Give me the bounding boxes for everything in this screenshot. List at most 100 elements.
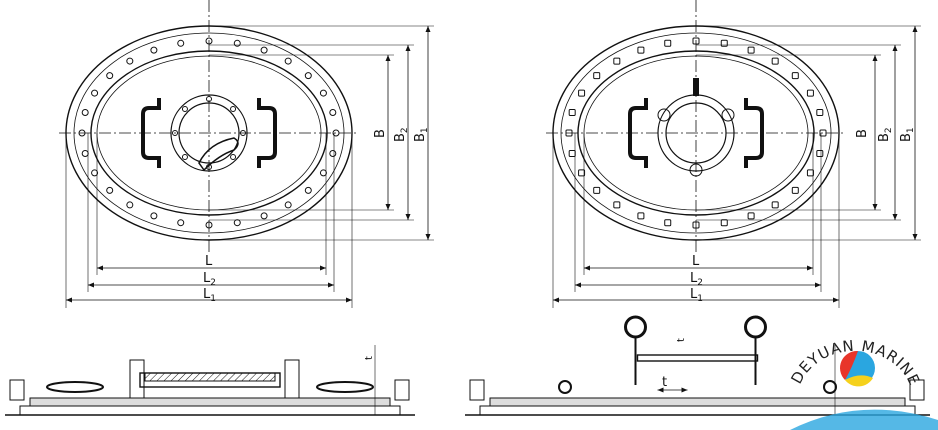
bolt-hole (177, 39, 185, 47)
inspection-hatch-ring (170, 94, 248, 172)
bolt-hole (260, 46, 268, 54)
handle-section (46, 381, 104, 393)
bolt-hole (319, 169, 327, 177)
swing-bolt-section (558, 380, 572, 394)
handle (257, 98, 277, 168)
hatch-bolt (172, 130, 178, 136)
inspection-hatch-inner (665, 102, 727, 164)
logo-flame-red (840, 350, 858, 380)
bolt-hole (91, 169, 99, 177)
hatch-bolt (181, 105, 188, 112)
bolt-hole (126, 201, 134, 209)
bolt-hole (771, 201, 779, 209)
dim-label-B1: B1 (413, 127, 430, 142)
handle (628, 98, 648, 168)
bolt-hole (233, 39, 241, 47)
handle-section (316, 381, 374, 393)
hatch-bolt (230, 154, 237, 161)
bolt-hole (771, 57, 779, 65)
handle (744, 98, 764, 168)
flange-bolt-section (469, 379, 485, 401)
bolt-hole (791, 72, 799, 80)
hatch-bolt (181, 154, 188, 161)
dim-label-L: L (205, 254, 213, 269)
hatch-handle (198, 137, 239, 172)
bolt-hole (81, 149, 89, 157)
coaming-flange (489, 397, 906, 407)
dim-label-L1: L1 (690, 287, 703, 304)
bolt-hole (106, 72, 114, 80)
bolt-hole (150, 212, 158, 220)
bolt-hole (664, 219, 672, 227)
dim-label-L1: L1 (203, 287, 216, 304)
bolt-hole (304, 186, 312, 194)
handle (141, 98, 161, 168)
hatch-bolt-section (284, 359, 300, 399)
bolt-hole (720, 39, 728, 47)
deyuan-marine-logo: DEYUAN MARINE (787, 337, 938, 430)
bolt-hole (664, 39, 672, 47)
bolt-hole (329, 149, 337, 157)
dim-label-L2: L2 (203, 271, 216, 288)
bolt-hole (806, 89, 814, 97)
dim-label-B2: B2 (393, 127, 410, 142)
bolt-hole (260, 212, 268, 220)
dim-label-t-vertical: t (364, 356, 375, 360)
dimension-t-arrows (657, 387, 688, 393)
bolt-hole (816, 109, 824, 117)
bolt-hole (81, 109, 89, 117)
hatch-lifting-bolt (693, 78, 699, 96)
hatch-hinge (689, 163, 703, 177)
lifting-eye (744, 315, 767, 339)
bolt-hole (747, 46, 755, 54)
bolt-hole (106, 186, 114, 194)
bolt-hole (568, 149, 576, 157)
hatch-bolt-section (129, 359, 145, 399)
dim-label-B1: B1 (899, 127, 916, 142)
hatch-swing-bolt (721, 108, 735, 122)
bolt-hole (747, 212, 755, 220)
bolt-hole (593, 72, 601, 80)
bolt-hole (150, 46, 158, 54)
bolt-hole (329, 109, 337, 117)
hatch-cover-hatching (144, 372, 276, 382)
bolt-hole (637, 46, 645, 54)
flange-bolt-section (909, 379, 925, 401)
dim-label-t-vertical: t (676, 338, 687, 342)
flange-bolt-section (9, 379, 25, 401)
bolt-hole (284, 201, 292, 209)
dim-label-L: L (692, 254, 700, 269)
deck-plate (19, 405, 401, 416)
bolt-hole (568, 109, 576, 117)
bolt-hole (284, 57, 292, 65)
deck-plate (479, 405, 916, 416)
bolt-hole (578, 169, 586, 177)
bolt-hole (126, 57, 134, 65)
inspection-hatch-inner (178, 102, 240, 164)
flange-bolt-section (394, 379, 410, 401)
hatch-swing-bolt (657, 108, 671, 122)
dim-label-t: t (662, 375, 667, 390)
hatch-bolt (206, 96, 212, 102)
bolt-hole (637, 212, 645, 220)
dim-label-B: B (373, 129, 388, 138)
bolt-hole (791, 186, 799, 194)
bolt-hole (319, 89, 327, 97)
bolt-hole (806, 169, 814, 177)
bolt-hole (613, 201, 621, 209)
bolt-hole (720, 219, 728, 227)
dim-label-B: B (855, 129, 870, 138)
bolt-hole (177, 219, 185, 227)
dim-label-B2: B2 (877, 127, 894, 142)
bolt-hole (816, 149, 824, 157)
swing-bolt-section (823, 380, 837, 394)
logo-wave (790, 409, 938, 430)
logo-flame-yellow (845, 375, 873, 387)
bolt-hole (613, 57, 621, 65)
bolt-hole (304, 72, 312, 80)
bolt-hole (233, 219, 241, 227)
dim-label-L2: L2 (690, 271, 703, 288)
bolt-hole (578, 89, 586, 97)
